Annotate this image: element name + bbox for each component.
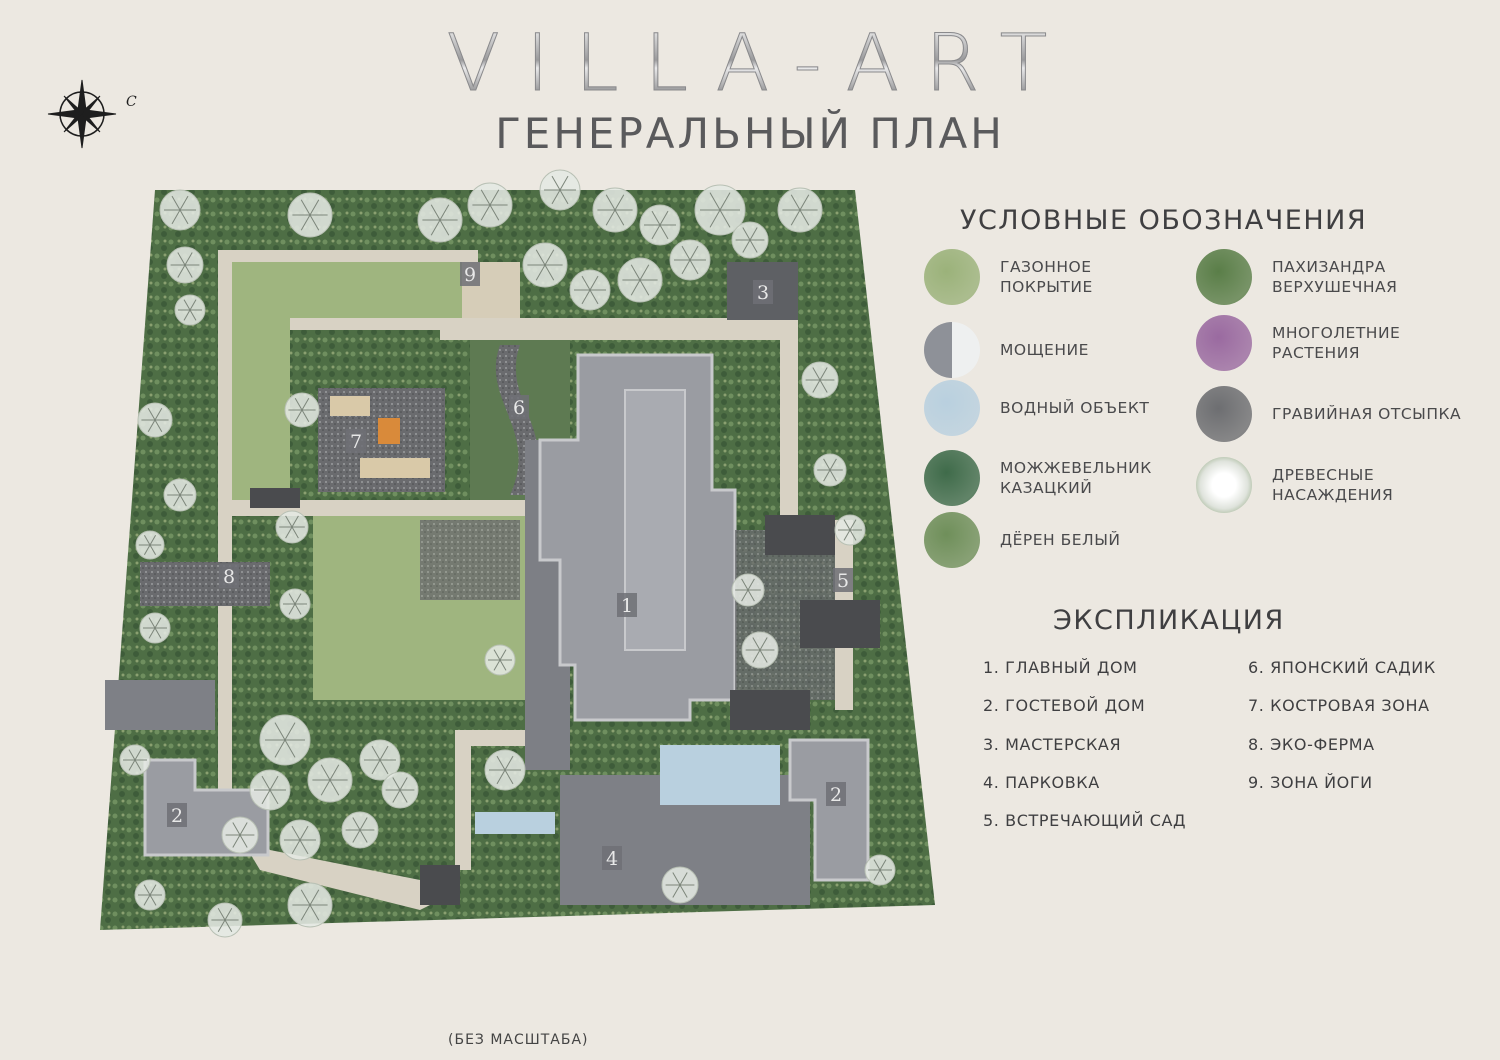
explication-title: ЭКСПЛИКАЦИЯ — [1053, 605, 1285, 636]
trees — [119, 169, 896, 938]
legend-swatch — [1196, 315, 1252, 371]
legend-title: УСЛОВНЫЕ ОБОЗНАЧЕНИЯ — [960, 205, 1368, 236]
zone-marker-number: 4 — [606, 848, 618, 870]
zone-marker — [826, 782, 846, 806]
zone-marker-number: 1 — [621, 595, 633, 617]
legend-label: ПАХИЗАНДРА ВЕРХУШЕЧНАЯ — [1272, 258, 1398, 296]
zone-marker — [617, 593, 637, 617]
legend-swatch — [924, 380, 980, 436]
legend-swatch — [924, 249, 980, 305]
legend-swatch — [1196, 457, 1252, 513]
explication-item: 4. ПАРКОВКА — [983, 772, 1100, 792]
legend-label: ДРЕВЕСНЫЕ НАСАЖДЕНИЯ — [1272, 466, 1394, 504]
explication-item: 7. КОСТРОВАЯ ЗОНА — [1248, 696, 1430, 716]
compass-north-label: С — [126, 94, 137, 110]
legend-swatch — [1196, 386, 1252, 442]
plan-subtitle: ГЕНЕРАЛЬНЫЙ ПЛАН — [495, 109, 1005, 158]
project-title: VILLA-ART — [0, 24, 1500, 104]
legend-label: МОЖЖЕВЕЛЬНИК КАЗАЦКИЙ — [1000, 459, 1152, 497]
zone-marker-number: 5 — [837, 570, 849, 592]
explication-item: 3. МАСТЕРСКАЯ — [983, 734, 1122, 754]
scale-note: (БЕЗ МАСШТАБА) — [448, 1032, 589, 1048]
legend-label: ВОДНЫЙ ОБЪЕКТ — [1000, 399, 1150, 417]
explication-item: 6. ЯПОНСКИЙ САДИК — [1248, 658, 1436, 677]
explication-item: 5. ВСТРЕЧАЮЩИЙ САД — [983, 811, 1187, 831]
explication-item: 8. ЭКО-ФЕРМА — [1248, 734, 1375, 754]
main-house — [525, 353, 737, 770]
water-feature — [660, 745, 780, 805]
explication-item: 9. ЗОНА ЙОГИ — [1248, 772, 1373, 792]
legend-label: ДЁРЕН БЕЛЫЙ — [1000, 531, 1121, 549]
zone-marker-number: 2 — [830, 784, 842, 806]
guest-house-right — [788, 738, 870, 882]
zone-marker — [833, 568, 853, 592]
legend-label: ГАЗОННОЕ ПОКРЫТИЕ — [1000, 258, 1093, 296]
zone-marker — [460, 262, 480, 286]
legend-label: МНОГОЛЕТНИЕ РАСТЕНИЯ — [1272, 324, 1401, 362]
zone-marker-number: 7 — [350, 431, 362, 453]
zone-marker — [219, 564, 239, 588]
zone-marker-number: 8 — [223, 566, 235, 588]
legend-swatch — [1196, 249, 1252, 305]
compass-rose-icon: С — [47, 79, 137, 149]
zone-marker — [753, 280, 773, 304]
zone-marker-number: 2 — [171, 805, 183, 827]
legend-swatch — [924, 512, 980, 568]
eco-farm — [140, 562, 270, 606]
legend-label: МОЩЕНИЕ — [1000, 341, 1089, 359]
explication-item: 2. ГОСТЕВОЙ ДОМ — [983, 696, 1146, 716]
legend-swatch — [924, 322, 980, 378]
zone-marker — [346, 429, 366, 453]
zone-marker — [602, 846, 622, 870]
legend-swatch — [924, 450, 980, 506]
explication-item: 1. ГЛАВНЫЙ ДОМ — [983, 658, 1138, 677]
zone-marker — [167, 803, 187, 827]
zone-marker — [509, 395, 529, 419]
site-plan: 1 2 2 3 4 5 6 7 8 9 — [100, 169, 935, 938]
legend-label: ГРАВИЙНАЯ ОТСЫПКА — [1272, 405, 1462, 423]
zone-marker-number: 3 — [757, 282, 769, 304]
zone-marker-number: 6 — [513, 397, 525, 419]
zone-marker-number: 9 — [464, 264, 476, 286]
